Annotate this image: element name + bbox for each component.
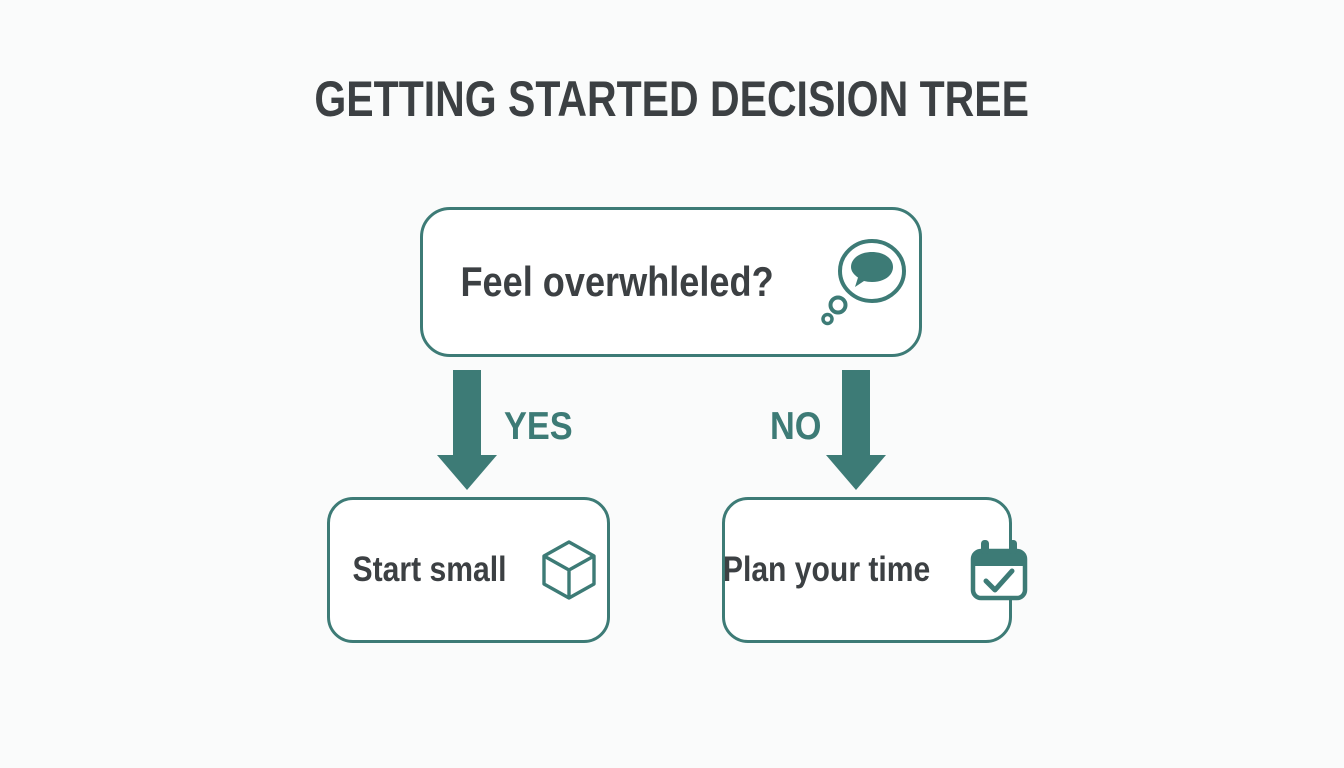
page-title-text: GETTING STARTED DECISION TREE: [314, 71, 1030, 127]
root-question-node: Feel overwhleled?: [420, 207, 922, 357]
root-question-label: Feel overwhleled?: [460, 258, 774, 305]
outcome-label-start-small: Start small: [352, 550, 507, 589]
thought-bubble-icon: [821, 239, 907, 326]
page-title: GETTING STARTED DECISION TREE: [0, 70, 1344, 128]
outcome-label-plan-your-time: Plan your time: [723, 550, 931, 589]
cube-icon: [542, 540, 596, 600]
no-arrow-icon: [826, 370, 886, 490]
outcome-node-plan-your-time: Plan your time: [722, 497, 1027, 643]
outcome-node-start-small: Start small: [327, 497, 610, 643]
branch-label-yes: YES: [504, 405, 573, 448]
yes-arrow-icon: [437, 370, 497, 490]
calendar-check-icon: [970, 540, 1027, 601]
branch-label-no: NO: [770, 405, 822, 448]
